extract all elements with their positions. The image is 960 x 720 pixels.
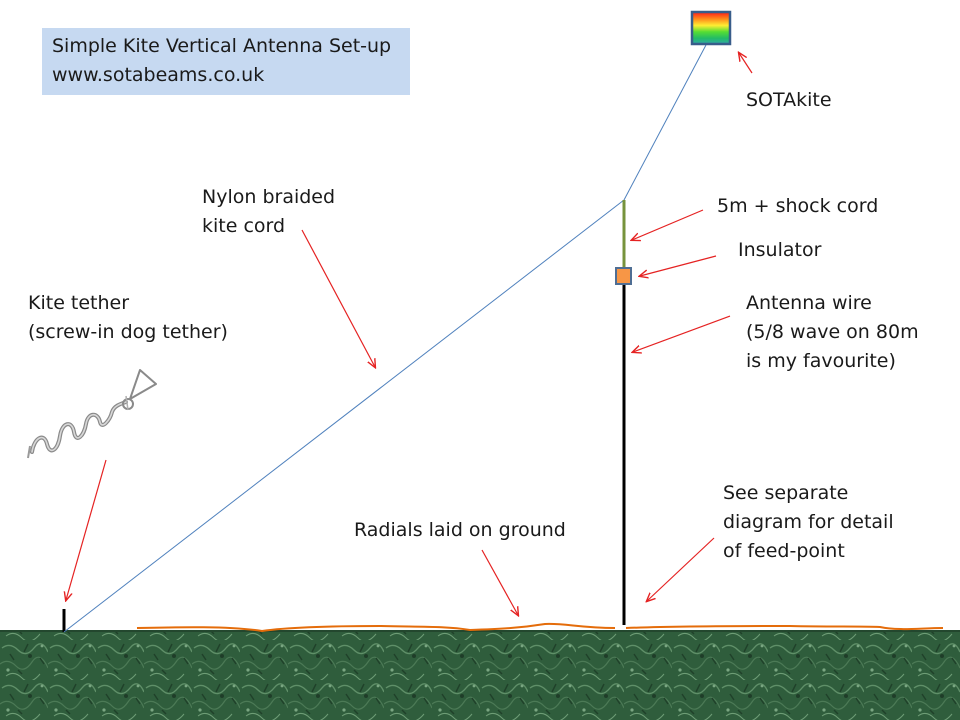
label-radials: Radials laid on ground (354, 519, 566, 541)
label-antenna-line1: Antenna wire (746, 292, 872, 314)
arrow-feed-point (647, 537, 715, 601)
label-insulator: Insulator (738, 239, 822, 261)
label-tether-line2: (screw-in dog tether) (28, 321, 228, 343)
label-nylon-line1: Nylon braided (202, 186, 336, 208)
arrow-radials (481, 549, 518, 615)
radials-left (136, 622, 616, 633)
label-tether-line1: Kite tether (28, 292, 130, 314)
kite-cord-lower (63, 199, 625, 633)
arrow-antenna-wire (633, 315, 731, 352)
arrow-kite-tether (66, 459, 107, 600)
arrow-insulator (640, 255, 717, 276)
ground (0, 631, 960, 720)
label-feed-line2: diagram for detail (723, 511, 894, 533)
arrow-nylon-cord (301, 229, 375, 367)
title-box: Simple Kite Vertical Antenna Set-up www.… (42, 28, 410, 95)
arrow-shock-cord (632, 209, 704, 240)
website-url: www.sotabeams.co.uk (52, 64, 265, 86)
insulator (615, 267, 632, 285)
label-shock-cord: 5m + shock cord (717, 195, 879, 217)
label-antenna-line2: (5/8 wave on 80m (746, 321, 919, 343)
screw-tether-icon (27, 369, 157, 459)
arrow-sotakite (739, 53, 753, 74)
diagram-title: Simple Kite Vertical Antenna Set-up (52, 35, 392, 57)
label-sotakite: SOTAkite (746, 89, 832, 111)
kite-cord-upper (623, 44, 707, 201)
radials-right (625, 624, 944, 631)
label-feed-line3: of feed-point (723, 540, 845, 562)
label-nylon-line2: kite cord (202, 215, 286, 237)
sotakite (690, 10, 732, 46)
label-feed-line1: See separate (723, 482, 849, 504)
label-antenna-line3: is my favourite) (746, 350, 896, 372)
